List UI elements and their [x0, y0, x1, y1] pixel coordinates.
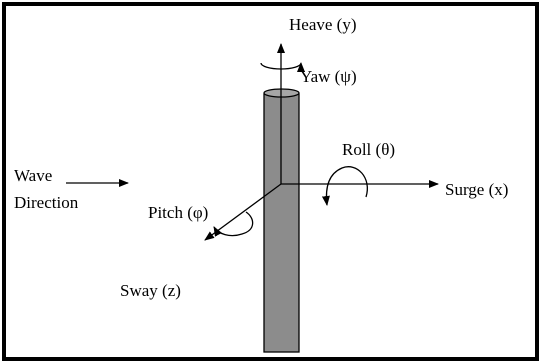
yaw-label: Yaw (ψ) [300, 67, 357, 86]
wave-direction-label-line2: Direction [14, 193, 79, 212]
sway-label: Sway (z) [120, 281, 181, 300]
pitch-rotation-arrow [213, 211, 254, 237]
surge-label: Surge (x) [445, 180, 508, 199]
pitch-label: Pitch (φ) [148, 203, 208, 222]
yaw-rotation-arrow [260, 62, 305, 73]
roll-label: Roll (θ) [342, 140, 395, 159]
roll-rotation-arrow [321, 166, 368, 206]
wave-direction-label-line1: Wave [14, 166, 52, 185]
heave-label: Heave (y) [289, 15, 357, 34]
